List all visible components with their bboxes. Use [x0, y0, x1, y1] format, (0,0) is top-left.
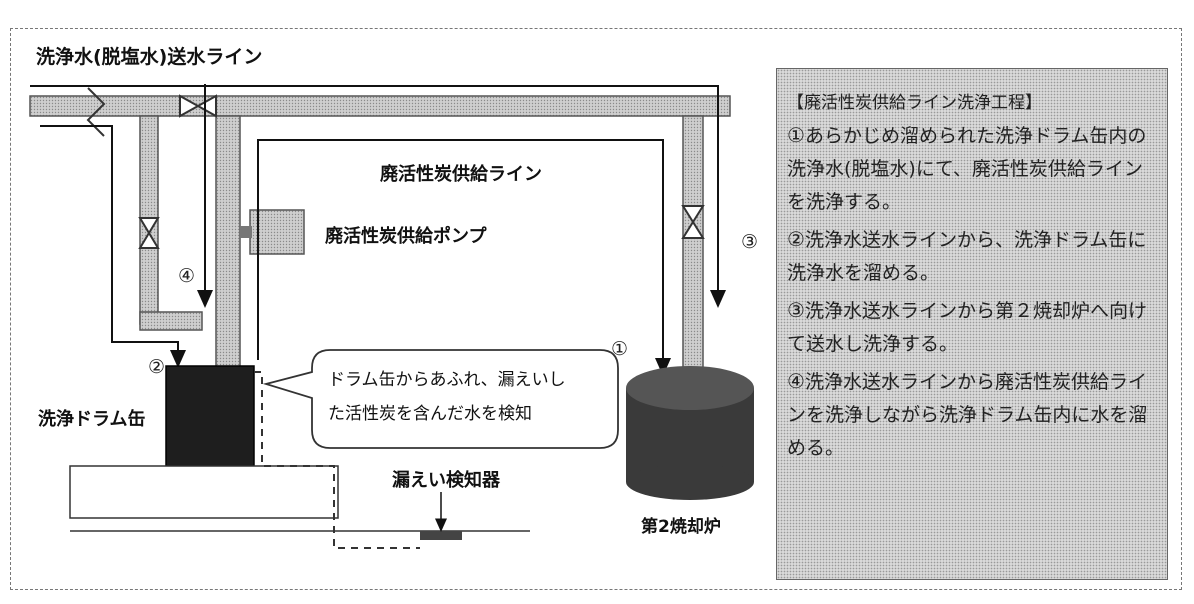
step-3-mark: ③: [787, 298, 805, 322]
step-1-mark: ①: [787, 123, 805, 147]
callout-line-1: ドラム缶からあふれ、漏えいし: [328, 370, 566, 390]
label-water-supply-line: 洗浄水(脱塩水)送水ライン: [36, 46, 263, 68]
valve-top: [179, 94, 217, 118]
furnace-top: [626, 366, 754, 410]
leak-detector: [420, 531, 462, 540]
base-platform: [69, 465, 339, 519]
label-drum: 洗浄ドラム缶: [38, 409, 146, 430]
step-4-text: 洗浄水送水ラインから廃活性炭供給ラインを洗浄しながら洗浄ドラム缶内に水を溜める。: [787, 371, 1148, 459]
marker-2: ②: [148, 356, 166, 378]
callout-text: ドラム缶からあふれ、漏えいし た活性炭を含んだ水を検知: [328, 363, 618, 431]
procedure-step-4: ④洗浄水送水ラインから廃活性炭供給ラインを洗浄しながら洗浄ドラム缶内に水を溜める…: [787, 365, 1159, 465]
step-2-mark: ②: [787, 227, 805, 251]
flow-arrow-3: [30, 85, 726, 308]
procedure-title: 【廃活性炭供給ライン洗浄工程】: [787, 93, 1042, 113]
marker-4: ④: [178, 265, 196, 287]
label-carbon-supply-line: 廃活性炭供給ライン: [380, 164, 542, 185]
callout-line-2: た活性炭を含んだ水を検知: [328, 404, 532, 424]
step-4-mark: ④: [787, 369, 805, 393]
valve-furnace-line: [681, 205, 705, 239]
procedure-step-1: ①あらかじめ溜められた洗浄ドラム缶内の洗浄水(脱塩水)にて、廃活性炭供給ラインを…: [787, 119, 1159, 219]
label-furnace: 第2焼却炉: [641, 517, 721, 537]
diagram-frame: [10, 28, 1182, 590]
label-detector: 漏えい検知器: [392, 470, 500, 491]
water-supply-pipe: [29, 95, 731, 117]
step-2-text: 洗浄水送水ラインから、洗浄ドラム缶に洗浄水を溜める。: [787, 229, 1147, 284]
valve-drum-line: [138, 217, 160, 249]
marker-3: ③: [741, 231, 759, 253]
pump-connector: [240, 226, 252, 238]
flow-arrow-2: [40, 125, 186, 368]
marker-1: ①: [611, 338, 629, 360]
procedure-step-3: ③洗浄水送水ラインから第２焼却炉へ向けて送水し洗浄する。: [787, 294, 1159, 361]
overflow-path: [254, 371, 420, 549]
flow-arrow-1: [257, 139, 671, 376]
pipe-break-symbol: [86, 87, 106, 137]
step-3-text: 洗浄水送水ラインから第２焼却炉へ向けて送水し洗浄する。: [787, 300, 1147, 355]
callout-bubble: [262, 349, 619, 449]
furnace-bottom: [626, 464, 754, 500]
drum-feed-elbow: [139, 311, 203, 331]
procedure-step-2: ②洗浄水送水ラインから、洗浄ドラム缶に洗浄水を溜める。: [787, 223, 1159, 290]
furnace-feed-pipe: [682, 115, 704, 379]
step-1-text: あらかじめ溜められた洗浄ドラム缶内の洗浄水(脱塩水)にて、廃活性炭供給ラインを洗…: [787, 125, 1147, 213]
procedure-panel: 【廃活性炭供給ライン洗浄工程】 ①あらかじめ溜められた洗浄ドラム缶内の洗浄水(脱…: [776, 68, 1168, 580]
label-pump: 廃活性炭供給ポンプ: [325, 226, 487, 247]
carbon-supply-pipe: [215, 115, 241, 369]
wash-drum: [165, 365, 255, 467]
